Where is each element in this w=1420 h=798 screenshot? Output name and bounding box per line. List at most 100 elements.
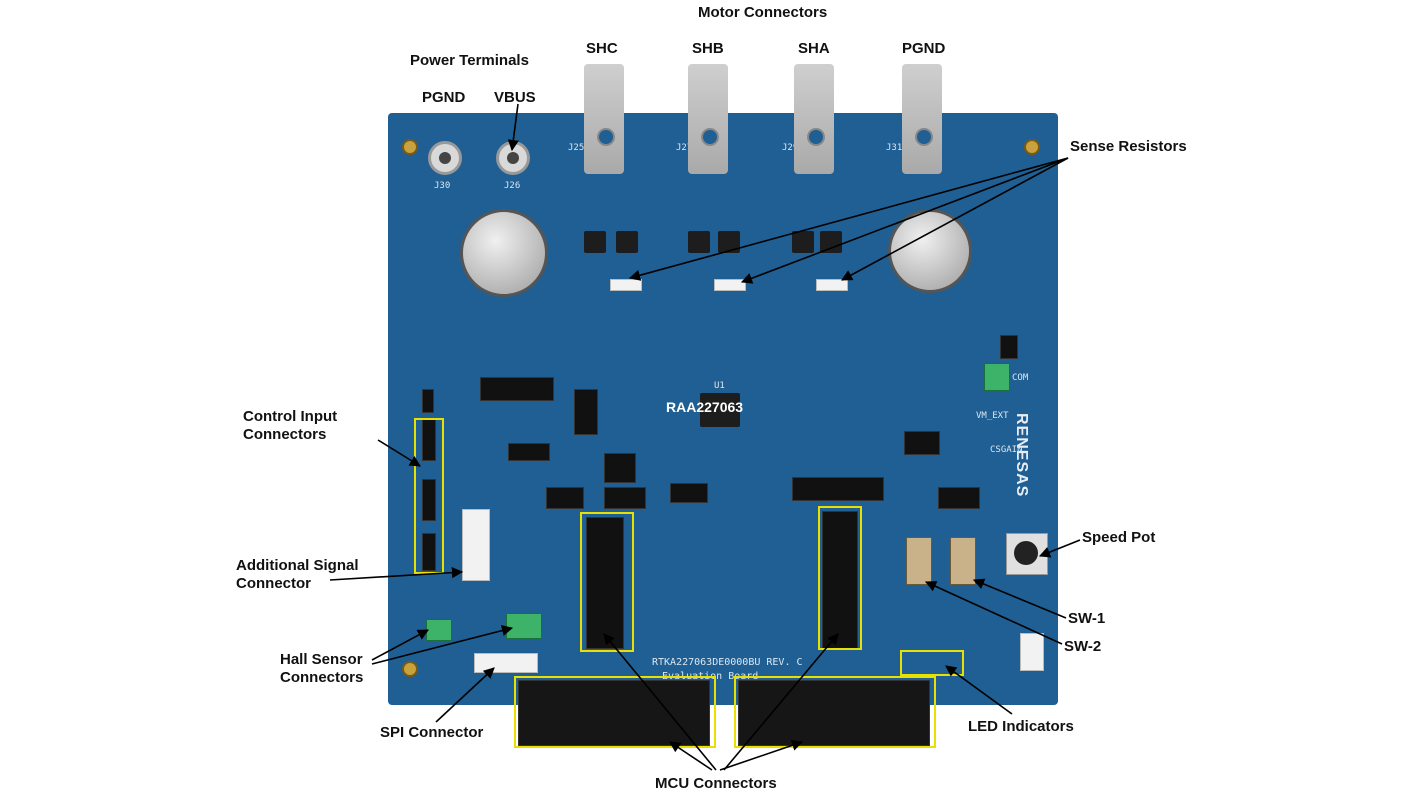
header-jumper <box>604 487 646 509</box>
silk-j26: J26 <box>504 181 521 191</box>
arrow-sense-1 <box>628 157 1069 281</box>
silk-j31: J31 <box>886 143 903 153</box>
header-j11 <box>670 483 708 503</box>
arrow-additional-signal <box>329 567 464 581</box>
arrow-mcu-4 <box>723 633 839 771</box>
additional-signal-connector-label: Additional Signal Connector <box>236 557 359 592</box>
mosfet <box>688 231 710 253</box>
header-j36 <box>792 477 884 501</box>
arrow-vbus <box>507 103 519 152</box>
sense-resistors-label: Sense Resistors <box>1070 138 1187 155</box>
brand-logo-text: RENESAS <box>1013 413 1030 498</box>
silk-j29: J29 <box>782 143 799 153</box>
vbus-label: VBUS <box>494 89 536 106</box>
mounting-hole <box>402 661 418 677</box>
sw2-label: SW-2 <box>1064 638 1102 655</box>
led-indicators-label: LED Indicators <box>968 718 1074 735</box>
mosfet <box>792 231 814 253</box>
mcu-header-j4 <box>586 517 624 649</box>
shc-label: SHC <box>586 40 618 57</box>
chip-name: RAA227063 <box>666 399 744 415</box>
mosfet <box>584 231 606 253</box>
header-j40 <box>480 377 554 401</box>
arrow-sense-2 <box>740 157 1069 284</box>
mosfet <box>718 231 740 253</box>
arrow-sense-3 <box>841 157 1069 281</box>
arrow-control-input <box>377 439 421 467</box>
connector-small <box>1020 633 1044 671</box>
arrow-hall-2 <box>371 625 514 665</box>
switch-sw1 <box>906 537 932 585</box>
mosfet <box>616 231 638 253</box>
pgnd-power-terminal <box>428 141 462 175</box>
header-j1 <box>422 389 434 413</box>
highlight-mcu-j4 <box>580 512 634 652</box>
spi-connector-label: SPI Connector <box>380 724 484 741</box>
sw1-label: SW-1 <box>1068 610 1106 627</box>
silk-j27: J27 <box>676 143 693 153</box>
silk-j25: J25 <box>568 143 585 153</box>
pgnd-motor-label: PGND <box>902 40 946 57</box>
sha-label: SHA <box>798 40 830 57</box>
highlight-mcu-j5 <box>818 506 862 650</box>
shb-label: SHB <box>692 40 724 57</box>
header-j22 <box>508 443 550 461</box>
sense-resistor <box>816 279 848 291</box>
mounting-hole <box>402 139 418 155</box>
arrow-sw1 <box>972 578 1067 619</box>
hall-sensor-connectors-label: Hall Sensor Connectors <box>280 651 364 686</box>
arrow-spi <box>435 667 495 723</box>
arrow-led <box>945 665 1013 715</box>
speed-pot-label: Speed Pot <box>1082 529 1156 546</box>
motor-lug-pgnd <box>902 64 942 174</box>
com-connector <box>984 363 1010 391</box>
mosfet <box>820 231 842 253</box>
silk-vm-ext: VM_EXT <box>976 411 1009 421</box>
sense-resistor <box>610 279 642 291</box>
mcu-connector-j4a <box>518 680 710 746</box>
power-terminals-label: Power Terminals <box>410 52 529 69</box>
highlight-control-input <box>414 418 444 574</box>
silk-com: COM <box>1012 373 1029 383</box>
arrow-sw2 <box>924 581 1063 645</box>
control-input-connectors-label: Control Input Connectors <box>243 408 338 443</box>
header-jp4 <box>604 453 636 483</box>
silk-csgain: CSGAIN <box>990 445 1023 455</box>
header-j8 <box>546 487 584 509</box>
motor-lug-shc <box>584 64 624 174</box>
bulk-capacitor <box>888 209 972 293</box>
pgnd-power-label: PGND <box>422 89 466 106</box>
pcb-board: J30 J26 J25 J27 J29 J31 U1 RAA227063 REN… <box>388 113 1058 705</box>
speed-pot-knob <box>1014 541 1038 565</box>
arrow-hall-1 <box>371 629 429 661</box>
arrow-mcu-3 <box>719 739 804 771</box>
header-jumpers <box>574 389 598 435</box>
motor-connectors-label: Motor Connectors <box>698 4 828 21</box>
bulk-capacitor <box>460 209 548 297</box>
motor-lug-sha <box>794 64 834 174</box>
sense-resistor <box>714 279 746 291</box>
silk-u1: U1 <box>714 381 725 391</box>
additional-signal-connector <box>462 509 490 581</box>
switch-sw2 <box>950 537 976 585</box>
arrow-speed-pot <box>1038 539 1081 558</box>
highlight-mcu-j4a <box>514 676 716 748</box>
arrow-mcu-2 <box>603 633 717 771</box>
silk-j30: J30 <box>434 181 451 191</box>
main-ic <box>700 393 740 427</box>
arrow-mcu-1 <box>669 741 713 771</box>
mounting-hole <box>1024 139 1040 155</box>
mcu-header-j5 <box>822 511 858 649</box>
highlight-mcu-j5a <box>734 676 936 748</box>
header-j34 <box>904 431 940 455</box>
control-input-header <box>422 479 436 521</box>
control-input-header <box>422 533 436 571</box>
mcu-connector-j5a <box>738 680 930 746</box>
mcu-connectors-label: MCU Connectors <box>655 775 777 792</box>
motor-lug-shb <box>688 64 728 174</box>
silk-rev: RTKA227063DE0000BU REV. C <box>652 657 803 668</box>
header-jp <box>1000 335 1018 359</box>
highlight-led-indicators <box>900 650 964 676</box>
header-j38 <box>938 487 980 509</box>
